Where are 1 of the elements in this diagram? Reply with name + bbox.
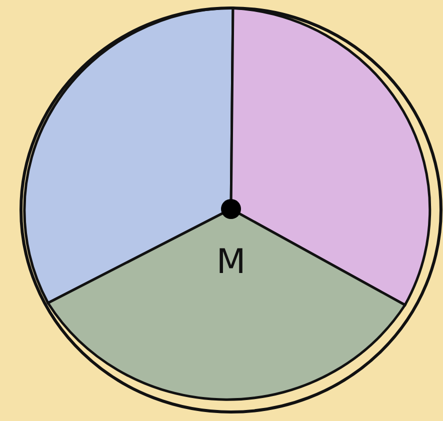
point-label: M <box>216 245 246 279</box>
